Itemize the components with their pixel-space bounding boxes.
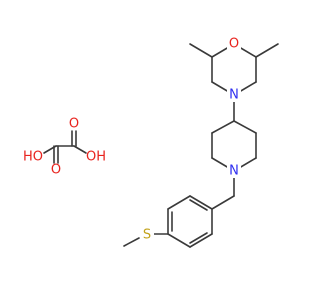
bond-ar-c1-c2 [189, 195, 213, 210]
bond-ch2-aryl [211, 195, 235, 210]
benzene-ring [167, 195, 213, 248]
bond-pip-c5-c4 [233, 120, 257, 134]
atom-labels: O N N S HO OH O O [23, 37, 241, 243]
bond-ar-double-top [189, 199, 208, 211]
chemical-structure-diagram: O N N S HO OH O O [23, 37, 279, 248]
bond-oxalic-right-oh [73, 145, 87, 154]
bond-ar-c5-c6 [189, 233, 213, 248]
bond-pip-c4-c3 [211, 120, 235, 134]
oxalic-carbonyl-top-label: O [69, 117, 79, 132]
morpholine-nitrogen-label: N [229, 88, 239, 103]
main-molecule [123, 43, 279, 248]
thioether-sulfur-label: S [143, 228, 151, 243]
oxalic-hydroxyl-left-label: HO [23, 150, 43, 165]
piperidine-nitrogen-label: N [229, 164, 239, 179]
bond-ar-double-bottom [189, 232, 208, 244]
bond-ar-c2-c3 [167, 195, 191, 210]
oxalic-acid [43, 130, 87, 164]
morpholine-oxygen-label: O [229, 37, 239, 52]
bond-methyl-left [189, 43, 213, 58]
bond-ar-c4-c5 [167, 233, 191, 248]
oxalic-carbonyl-bottom-label: O [51, 163, 61, 178]
bond-s-methyl [123, 237, 140, 247]
oxalic-hydroxyl-right-label: OH [86, 150, 106, 165]
bond-methyl-right [255, 43, 279, 58]
